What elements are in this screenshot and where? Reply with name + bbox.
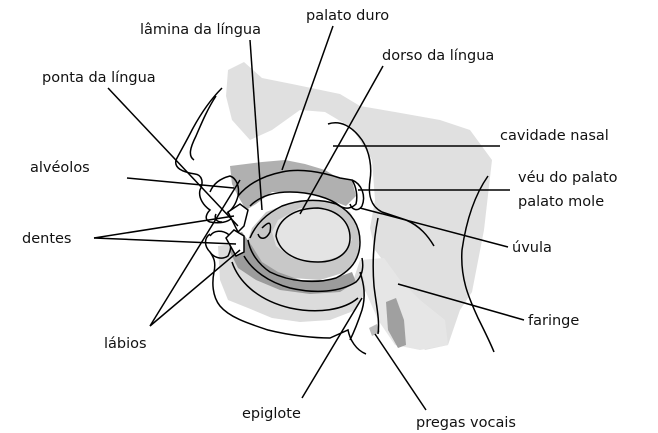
label-dorso: dorso da língua (382, 48, 494, 64)
label-lamina: lâmina da língua (140, 22, 261, 38)
label-uvula: úvula (512, 240, 552, 256)
label-cavidade: cavidade nasal (500, 128, 609, 144)
label-faringe: faringe (528, 313, 579, 329)
leader-alveolos (127, 178, 234, 188)
label-palato-duro: palato duro (306, 8, 389, 24)
leader-dentes-2 (94, 238, 236, 244)
label-epiglote: epiglote (242, 406, 301, 422)
leader-dentes-1 (94, 216, 234, 238)
label-alveolos: alvéolos (30, 160, 90, 176)
label-ponta: ponta da língua (42, 70, 156, 86)
label-palato-mole: palato mole (518, 194, 604, 210)
label-labios: lábios (104, 336, 147, 352)
leader-ponta (108, 88, 238, 226)
label-pregas: pregas vocais (416, 415, 516, 431)
label-dentes: dentes (22, 231, 71, 247)
label-veu: véu do palato (518, 170, 618, 186)
